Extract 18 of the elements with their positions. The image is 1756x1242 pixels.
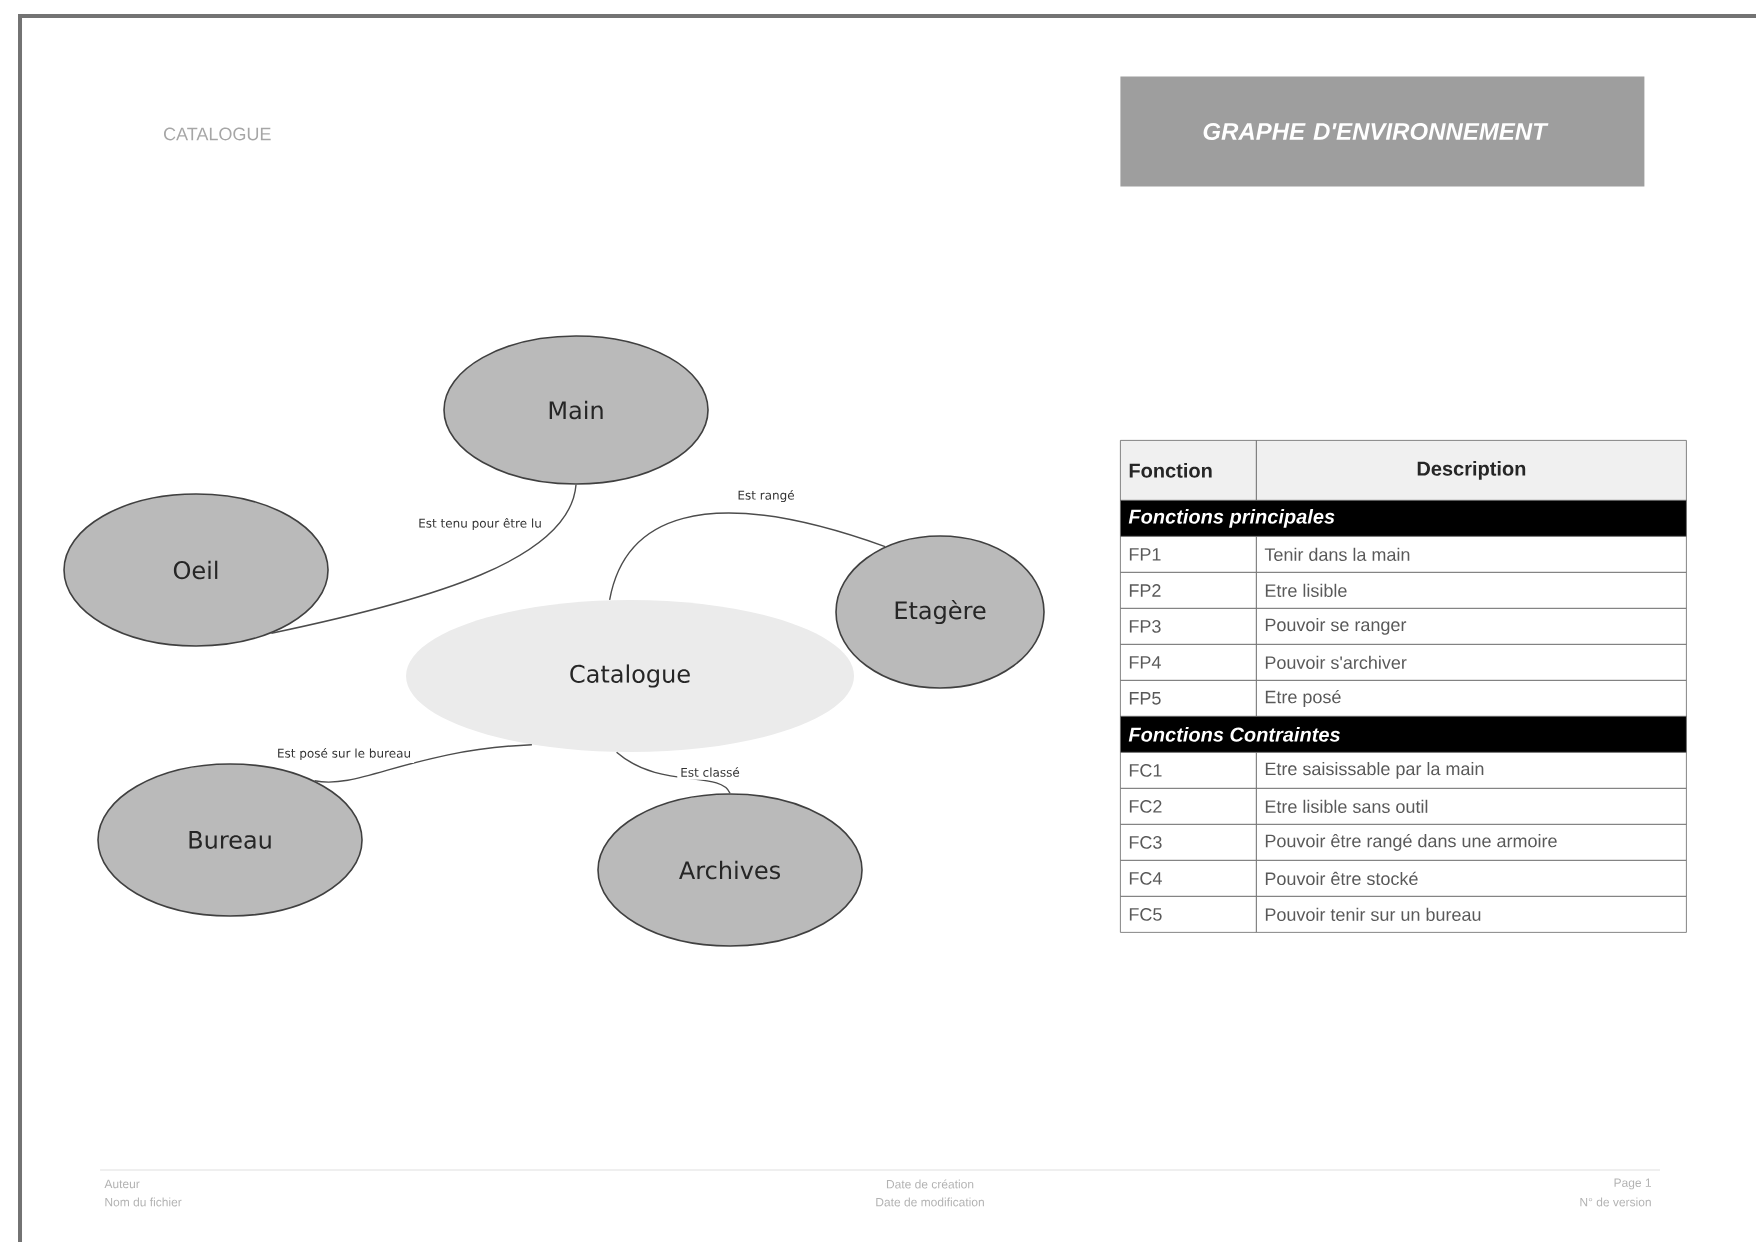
table-cell: FC4 [1120, 860, 1257, 897]
section-row: Fonctions principales [1120, 500, 1687, 537]
table-cell: FC1 [1120, 752, 1257, 789]
connector [608, 512, 886, 601]
table-cell: FP5 [1120, 680, 1257, 717]
table-cell: FP2 [1120, 572, 1257, 609]
header-text: CATALOGUE [164, 127, 271, 141]
table-cell: Fonction [1120, 440, 1257, 501]
table-cell: FC3 [1120, 824, 1257, 861]
table-cell: FP4 [1120, 644, 1257, 681]
connector [313, 744, 533, 783]
title-banner: GRAPHE D'ENVIRONNEMENT [1120, 76, 1645, 187]
table-cell: FP3 [1120, 608, 1257, 645]
table-cell: FC5 [1120, 896, 1257, 933]
connector [270, 484, 577, 634]
table-cell: FP1 [1120, 536, 1257, 573]
table-cell: FC2 [1120, 788, 1257, 825]
section-row: Fonctions Contraintes [1120, 716, 1687, 753]
